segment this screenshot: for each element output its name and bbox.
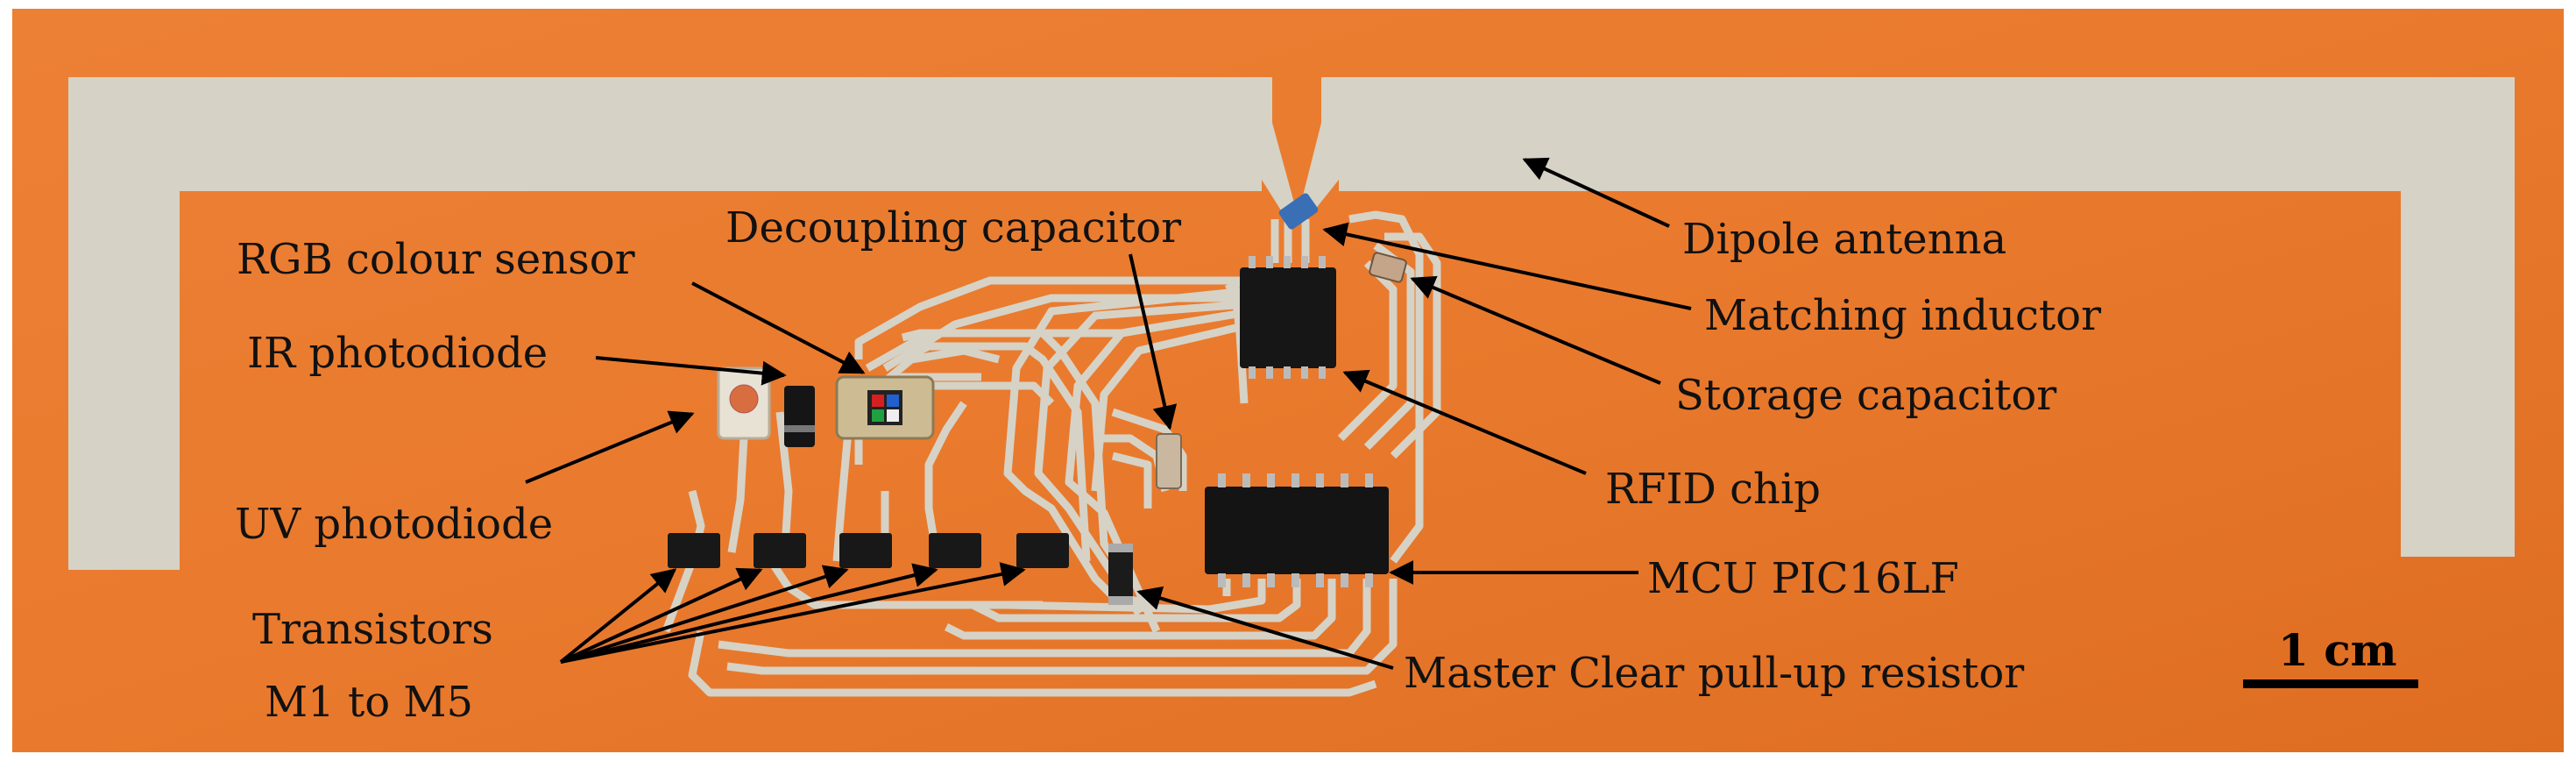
ir-photodiode [784, 386, 815, 447]
label-dipole-antenna: Dipole antenna [1682, 215, 2007, 264]
transistors [668, 533, 1069, 568]
transistor-m1 [668, 533, 720, 568]
dipole-antenna-right-arm [1300, 77, 2515, 557]
label-uv-photodiode: UV photodiode [235, 500, 554, 549]
label-matching-inductor: Matching inductor [1704, 291, 2102, 340]
label-rgb-colour-sensor: RGB colour sensor [237, 235, 635, 284]
storage-capacitor [1369, 252, 1407, 283]
label-rfid-chip: RFID chip [1605, 465, 1822, 514]
rfid-chip [1240, 256, 1336, 379]
transistor-m2 [754, 533, 806, 568]
dipole-antenna-left-arm [68, 77, 1295, 570]
uv-photodiode [717, 366, 771, 440]
annotation-arrows [525, 157, 1692, 670]
transistor-m3 [839, 533, 892, 568]
decoupling-capacitor [1156, 433, 1182, 489]
label-mcu: MCU PIC16LF [1647, 554, 1959, 603]
label-decoupling-capacitor: Decoupling capacitor [725, 203, 1182, 252]
matching-inductor [1278, 193, 1319, 230]
transistor-m4 [929, 533, 981, 568]
label-transistors-range: M1 to M5 [265, 678, 474, 727]
rgb-colour-sensor [835, 375, 935, 440]
mcu-chip [1205, 473, 1389, 587]
transistor-m5 [1016, 533, 1069, 568]
pull-up-resistor [1108, 544, 1133, 605]
label-storage-capacitor: Storage capacitor [1675, 371, 2057, 420]
label-master-clear-resistor: Master Clear pull-up resistor [1404, 649, 2025, 698]
label-ir-photodiode: IR photodiode [247, 329, 548, 378]
scale-bar-label: 1 cm [2278, 624, 2397, 676]
label-transistors: Transistors [252, 605, 493, 654]
